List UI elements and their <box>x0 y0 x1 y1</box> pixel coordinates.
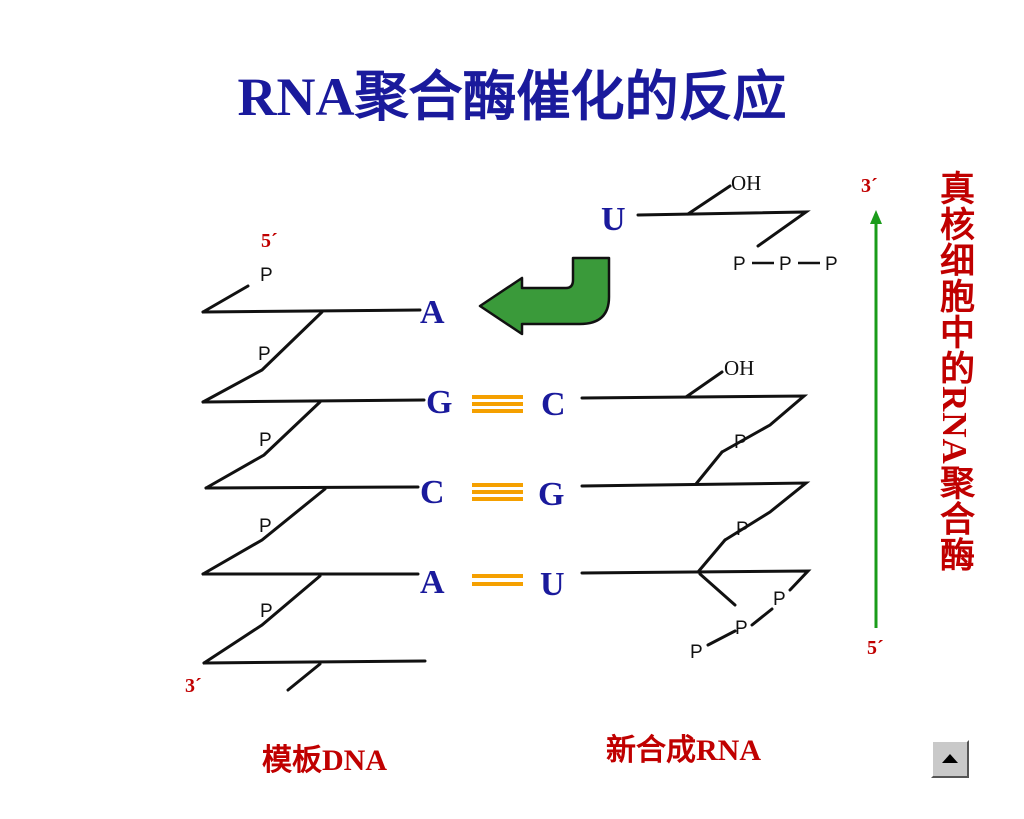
triangle-up-icon <box>942 754 958 763</box>
incoming-oh-link <box>686 184 732 216</box>
incoming-phosphate-3: P <box>825 254 838 275</box>
incoming-phosphate-1: P <box>733 254 746 275</box>
arrow-5prime-label: 5´ <box>867 637 884 659</box>
rna-phosphate-1: P <box>734 432 747 453</box>
double-bond-a-u <box>472 574 523 586</box>
direction-arrow <box>870 210 882 628</box>
template-base-3: C <box>420 474 445 511</box>
rna-sugar-1 <box>580 394 809 454</box>
rna-phosphate-5: P <box>690 642 703 663</box>
rna-base-3: U <box>540 566 565 603</box>
template-backbone-top <box>201 284 250 314</box>
incoming-sugar <box>636 210 811 248</box>
rna-tail <box>698 572 737 607</box>
template-link-1 <box>201 310 324 404</box>
template-tail-link <box>286 662 322 692</box>
arrow-3prime-label: 3´ <box>861 175 878 197</box>
rna-link-3 <box>696 538 727 574</box>
template-5prime-label: 5´ <box>261 230 278 252</box>
template-phosphate-3: P <box>259 430 272 451</box>
rna-oh-link <box>684 370 724 399</box>
slide-nav-up-button[interactable] <box>931 740 969 778</box>
hydrogen-bonds <box>472 395 523 586</box>
template-sugar-2 <box>201 398 426 404</box>
template-link-4 <box>202 574 322 665</box>
incoming-hydroxyl: OH <box>731 171 761 195</box>
triple-bond-g-c <box>472 395 523 413</box>
rna-phosphate-4: P <box>735 618 748 639</box>
template-3prime-label: 3´ <box>185 675 202 697</box>
template-sugar-3 <box>204 485 420 490</box>
template-link-2 <box>204 400 322 490</box>
new-rna-caption: 新合成RNA <box>606 734 761 767</box>
rna-base-1: C <box>541 386 566 423</box>
page-title: RNA聚合酶催化的反应 <box>237 67 787 127</box>
incoming-nucleotide <box>636 184 811 248</box>
template-phosphate-1: P <box>260 265 273 286</box>
rna-hydroxyl: OH <box>724 356 754 380</box>
template-phosphate-5: P <box>260 601 273 622</box>
template-dna-caption: 模板DNA <box>262 744 387 777</box>
new-rna-strand <box>580 370 812 647</box>
arrow-up-icon <box>870 210 882 224</box>
rna-sugar-2 <box>580 481 811 542</box>
rna-triphosphate-links <box>706 607 774 647</box>
incoming-phosphate-2: P <box>779 254 792 275</box>
rna-link-2 <box>694 450 724 486</box>
template-base-2: G <box>426 384 452 421</box>
template-phosphate-4: P <box>259 516 272 537</box>
incoming-base: U <box>601 201 626 238</box>
template-base-1: A <box>420 294 445 331</box>
rna-base-2: G <box>538 476 564 513</box>
side-label: 真核细胞中的RNA聚合酶 <box>935 170 974 573</box>
rna-sugar-3 <box>580 569 812 592</box>
curved-arrow-icon <box>478 256 611 336</box>
rna-phosphate-3: P <box>773 589 786 610</box>
template-base-4: A <box>420 564 445 601</box>
template-link-3 <box>201 487 327 576</box>
template-dna-strand <box>201 284 427 692</box>
template-sugar-1 <box>201 308 422 314</box>
triple-bond-c-g <box>472 483 523 501</box>
template-phosphate-2: P <box>258 344 271 365</box>
template-tail <box>202 659 427 665</box>
rna-phosphate-2: P <box>736 519 749 540</box>
